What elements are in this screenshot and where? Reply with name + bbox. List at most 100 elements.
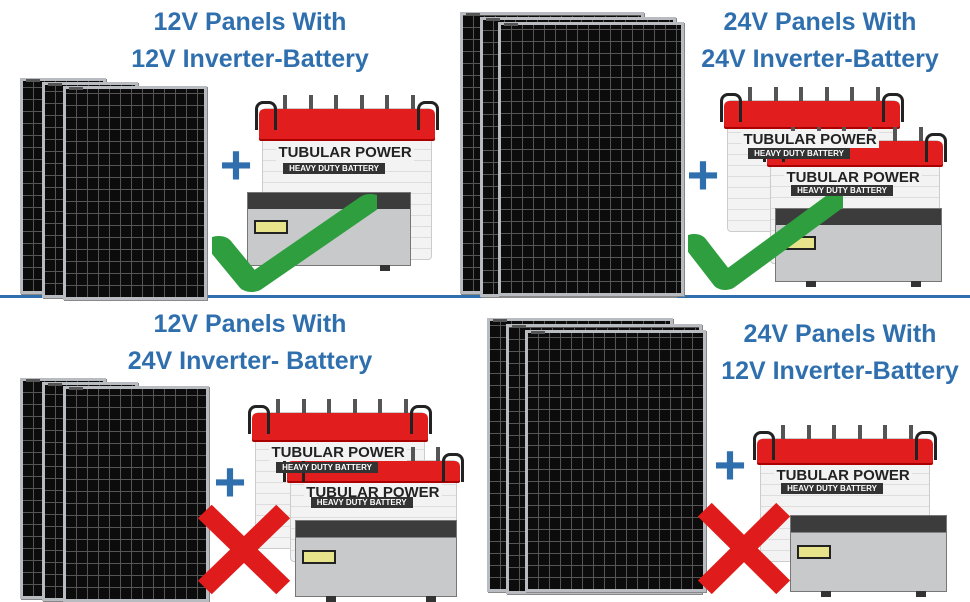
battery-sublabel: HEAVY DUTY BATTERY <box>791 184 893 196</box>
panel-label <box>531 331 545 334</box>
panel-label <box>466 13 480 16</box>
battery-terminal <box>781 425 785 439</box>
battery-handle <box>915 431 937 460</box>
battery-brand: TUBULAR POWER <box>304 484 442 501</box>
battery-brand: TUBULAR POWER <box>741 130 879 148</box>
battery-terminal <box>909 425 913 439</box>
title-line-2: 12V Inverter-Battery <box>131 45 369 73</box>
battery-handle <box>417 101 439 130</box>
battery-terminal <box>832 425 837 439</box>
inverter-foot <box>806 281 816 287</box>
battery-terminal <box>876 87 880 101</box>
battery-lid <box>259 109 435 139</box>
inverter-foot <box>911 281 921 287</box>
battery-terminal <box>327 399 332 413</box>
battery-handle <box>720 93 742 122</box>
battery-sublabel: HEAVY DUTY BATTERY <box>283 163 385 174</box>
battery-terminal <box>919 127 923 141</box>
battery-handle <box>442 453 464 482</box>
cross-icon <box>197 504 291 595</box>
battery-lid <box>252 413 428 440</box>
panel-label <box>69 387 83 390</box>
battery-brand: TUBULAR POWER <box>784 169 922 187</box>
title-line-1: 12V Panels With <box>153 8 347 36</box>
inverter-foot <box>326 596 336 602</box>
battery-terminal <box>404 399 408 413</box>
plus-icon: + <box>686 143 720 206</box>
panel-label <box>48 383 62 386</box>
quadrant-title: 12V Panels With 12V Inverter-Battery <box>131 4 369 78</box>
solar-panel <box>525 330 706 592</box>
battery-terminal <box>850 87 855 101</box>
battery-lid <box>757 439 933 464</box>
panel-label <box>486 18 500 21</box>
panel-label <box>512 325 526 328</box>
inverter <box>790 515 947 597</box>
battery-terminal <box>857 425 862 439</box>
battery-sublabel: HEAVY DUTY BATTERY <box>276 461 378 473</box>
battery-terminal <box>883 425 888 439</box>
battery-terminal <box>773 87 778 101</box>
check-icon <box>212 194 377 292</box>
inverter-foot <box>426 596 436 602</box>
panel-label <box>26 79 40 82</box>
inverter-foot <box>380 265 390 271</box>
title-line-1: 24V Panels With <box>743 320 937 348</box>
plus-icon: + <box>219 133 253 196</box>
battery-terminal <box>824 87 829 101</box>
solar-panel <box>63 386 209 602</box>
panel-label <box>48 83 62 86</box>
inverter-display <box>254 220 288 235</box>
panel-label <box>69 87 83 90</box>
title-line-1: 12V Panels With <box>153 310 347 338</box>
inverter-display <box>797 544 831 559</box>
battery-terminal <box>436 447 440 461</box>
battery-lid <box>724 101 900 127</box>
battery-terminal <box>359 95 364 109</box>
plus-icon: + <box>213 450 247 513</box>
panel-label <box>493 319 507 322</box>
panel-label <box>26 379 40 382</box>
title-line-1: 24V Panels With <box>723 8 917 36</box>
battery-brand: TUBULAR POWER <box>269 444 407 462</box>
battery-terminal <box>283 95 287 109</box>
check-icon <box>688 192 843 290</box>
battery-brand: TUBULAR POWER <box>774 467 912 485</box>
battery-terminal <box>748 87 752 101</box>
quadrant-title: 24V Panels With 12V Inverter-Battery <box>721 316 959 390</box>
title-line-2: 24V Inverter-Battery <box>701 45 939 73</box>
battery-terminal <box>378 399 383 413</box>
quadrant-title: 12V Panels With 24V Inverter- Battery <box>128 306 373 380</box>
battery-handle <box>255 101 277 130</box>
battery-terminal <box>334 95 339 109</box>
battery-terminal <box>308 95 313 109</box>
quadrant-title: 24V Panels With 24V Inverter-Battery <box>701 4 939 78</box>
inverter-foot <box>821 591 831 597</box>
title-line-2: 24V Inverter- Battery <box>127 347 373 375</box>
inverter-display <box>302 549 336 564</box>
battery-terminal <box>411 95 415 109</box>
battery-sublabel: HEAVY DUTY BATTERY <box>310 497 413 508</box>
battery-terminal <box>301 399 306 413</box>
panel-label <box>504 23 518 26</box>
battery-terminal <box>276 399 280 413</box>
title-line-2: 12V Inverter-Battery <box>721 357 959 385</box>
battery-terminal <box>385 95 390 109</box>
solar-panel <box>498 22 684 296</box>
battery-terminal <box>411 447 415 461</box>
battery-terminal <box>352 399 357 413</box>
battery-terminal <box>799 87 804 101</box>
battery-sublabel: HEAVY DUTY BATTERY <box>781 482 883 494</box>
battery-terminal <box>893 127 898 141</box>
battery-handle <box>753 431 775 460</box>
inverter <box>295 520 457 602</box>
battery-sublabel: HEAVY DUTY BATTERY <box>748 147 850 159</box>
battery-handle <box>248 405 270 434</box>
battery-terminal <box>806 425 811 439</box>
plus-icon: + <box>713 433 747 496</box>
battery-handle <box>410 405 432 434</box>
battery-brand: TUBULAR POWER <box>276 143 414 161</box>
solar-panel <box>63 86 207 300</box>
cross-icon <box>697 502 791 595</box>
battery-handle <box>925 133 947 162</box>
